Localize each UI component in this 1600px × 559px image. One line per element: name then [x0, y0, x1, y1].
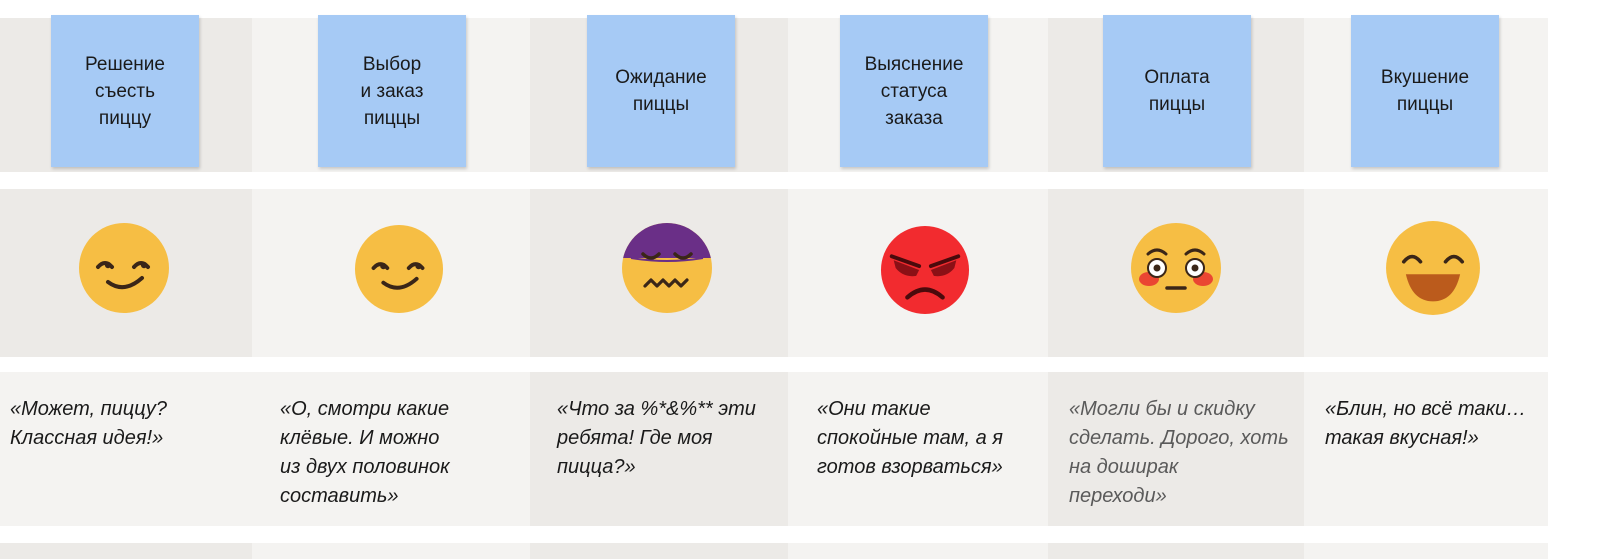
- stage-sticky-note: Ожидание пиццы: [587, 15, 735, 167]
- stage-sticky-note: Оплата пиццы: [1103, 15, 1251, 167]
- stage-sticky-note: Выяснение статуса заказа: [840, 15, 988, 167]
- stage-sticky-note: Решение съесть пиццу: [51, 15, 199, 167]
- grinning-face-icon: [1386, 221, 1480, 315]
- smirk-face-icon: [79, 223, 169, 313]
- flushed-face-icon: [1131, 223, 1221, 313]
- stage-column: [1304, 18, 1548, 559]
- smirk-face-icon: [354, 224, 444, 314]
- woozy-nauseated-face-icon: [622, 223, 712, 313]
- stage-sticky-note: Выбор и заказ пиццы: [318, 15, 466, 167]
- customer-quote: «О, смотри какие клёвые. И можно из двух…: [280, 398, 450, 507]
- stage-sticky-note: Вкушение пиццы: [1351, 15, 1499, 167]
- quote-band: [1048, 372, 1304, 526]
- quote-band: [788, 372, 1048, 526]
- footer-band: [1048, 543, 1304, 559]
- footer-band: [530, 543, 788, 559]
- quote-band: [530, 372, 788, 526]
- footer-band: [252, 543, 530, 559]
- footer-band: [0, 543, 252, 559]
- customer-quote: «Блин, но всё таки… такая вкусная!»: [1325, 398, 1527, 449]
- customer-quote: «Они такие спокойные там, а я готов взор…: [817, 398, 1003, 478]
- footer-band: [1304, 543, 1548, 559]
- footer-band: [788, 543, 1048, 559]
- customer-quote: «Могли бы и скидку сделать. Дорого, хоть…: [1069, 398, 1289, 507]
- quote-band: [1304, 372, 1548, 526]
- customer-quote: «Что за %*&%** эти ребята! Где моя пицца…: [557, 398, 756, 478]
- angry-face-icon: [880, 225, 970, 315]
- quote-band: [0, 372, 252, 526]
- customer-quote: «Может, пиццу? Классная идея!»: [10, 398, 168, 449]
- quote-band: [252, 372, 530, 526]
